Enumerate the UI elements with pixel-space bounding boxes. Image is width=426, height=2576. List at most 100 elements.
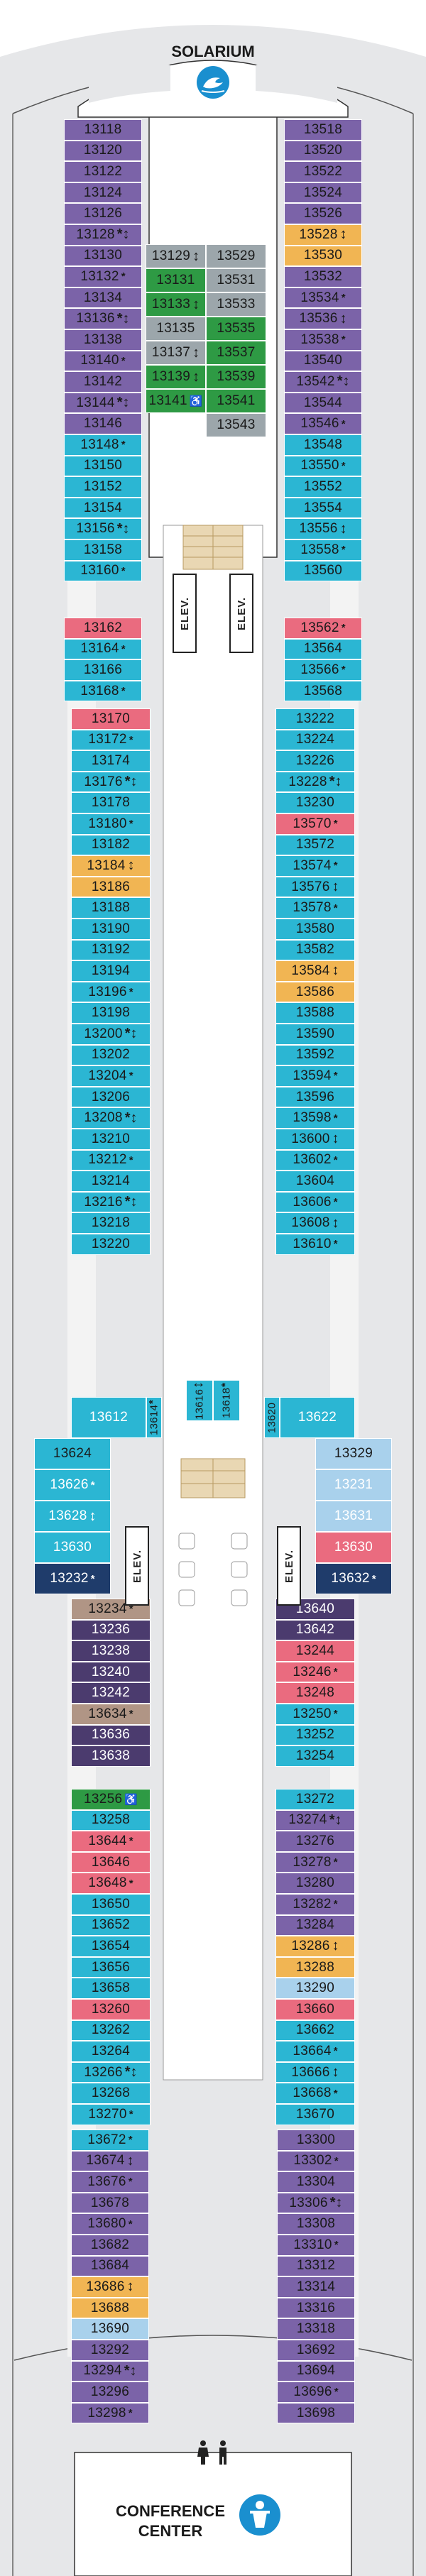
stateroom-13150[interactable]: 13150: [64, 455, 142, 477]
stateroom-13554[interactable]: 13554: [284, 497, 362, 519]
stateroom-13246[interactable]: 13246*: [275, 1661, 355, 1683]
stateroom-13576[interactable]: 13576↕: [275, 876, 355, 898]
stateroom-13624[interactable]: 13624: [34, 1438, 111, 1469]
stateroom-13218[interactable]: 13218: [71, 1212, 151, 1234]
stateroom-13684[interactable]: 13684: [71, 2255, 149, 2277]
stateroom-13156[interactable]: 13156*↕: [64, 518, 142, 539]
stateroom-13122[interactable]: 13122: [64, 161, 142, 182]
stateroom-13696[interactable]: 13696*: [277, 2382, 355, 2403]
stateroom-13660[interactable]: 13660: [275, 1999, 355, 2020]
stateroom-13316[interactable]: 13316: [277, 2297, 355, 2319]
stateroom-13120[interactable]: 13120: [64, 140, 142, 162]
stateroom-13588[interactable]: 13588: [275, 1002, 355, 1024]
stateroom-13224[interactable]: 13224: [275, 729, 355, 751]
stateroom-13172[interactable]: 13172*: [71, 729, 151, 751]
stateroom-13644[interactable]: 13644*: [71, 1831, 151, 1852]
stateroom-13242[interactable]: 13242: [71, 1682, 151, 1704]
stateroom-13614[interactable]: 13614*: [146, 1397, 162, 1438]
stateroom-13568[interactable]: 13568: [284, 680, 362, 702]
stateroom-13572[interactable]: 13572: [275, 834, 355, 856]
stateroom-13174[interactable]: 13174: [71, 750, 151, 772]
stateroom-13132[interactable]: 13132*: [64, 266, 142, 287]
stateroom-13524[interactable]: 13524: [284, 182, 362, 204]
stateroom-13529[interactable]: 13529: [206, 244, 266, 268]
stateroom-13124[interactable]: 13124: [64, 182, 142, 204]
stateroom-13631[interactable]: 13631: [315, 1501, 392, 1532]
stateroom-13664[interactable]: 13664*: [275, 2041, 355, 2062]
stateroom-13674[interactable]: 13674↕: [71, 2150, 149, 2172]
stateroom-13690[interactable]: 13690: [71, 2318, 149, 2340]
stateroom-13535[interactable]: 13535: [206, 317, 266, 341]
stateroom-13298[interactable]: 13298*: [71, 2402, 149, 2424]
stateroom-13240[interactable]: 13240: [71, 1661, 151, 1683]
stateroom-13204[interactable]: 13204*: [71, 1065, 151, 1087]
stateroom-13262[interactable]: 13262: [71, 2019, 151, 2041]
stateroom-13231[interactable]: 13231: [315, 1469, 392, 1501]
stateroom-13688[interactable]: 13688: [71, 2297, 149, 2319]
stateroom-13537[interactable]: 13537: [206, 341, 266, 365]
stateroom-13546[interactable]: 13546*: [284, 413, 362, 434]
stateroom-13312[interactable]: 13312: [277, 2255, 355, 2277]
stateroom-13622[interactable]: 13622: [280, 1397, 355, 1438]
stateroom-13166[interactable]: 13166: [64, 659, 142, 681]
stateroom-13268[interactable]: 13268: [71, 2083, 151, 2104]
stateroom-13634[interactable]: 13634*: [71, 1704, 151, 1725]
stateroom-13610[interactable]: 13610*: [275, 1234, 355, 1255]
stateroom-13152[interactable]: 13152: [64, 476, 142, 498]
stateroom-13616[interactable]: 13616↕: [186, 1380, 213, 1421]
stateroom-13596[interactable]: 13596: [275, 1086, 355, 1108]
stateroom-13238[interactable]: 13238: [71, 1640, 151, 1662]
stateroom-13176[interactable]: 13176*↕: [71, 771, 151, 793]
stateroom-13300[interactable]: 13300: [277, 2130, 355, 2151]
stateroom-13134[interactable]: 13134: [64, 287, 142, 309]
stateroom-13216[interactable]: 13216*↕: [71, 1191, 151, 1213]
stateroom-13566[interactable]: 13566*: [284, 659, 362, 681]
stateroom-13556[interactable]: 13556↕: [284, 518, 362, 539]
stateroom-13630[interactable]: 13630: [34, 1532, 111, 1563]
stateroom-13208[interactable]: 13208*↕: [71, 1107, 151, 1129]
stateroom-13539[interactable]: 13539: [206, 365, 266, 389]
stateroom-13222[interactable]: 13222: [275, 708, 355, 730]
stateroom-13636[interactable]: 13636: [71, 1724, 151, 1746]
stateroom-13304[interactable]: 13304: [277, 2171, 355, 2193]
stateroom-13126[interactable]: 13126: [64, 203, 142, 224]
stateroom-13543[interactable]: 13543: [206, 413, 266, 437]
stateroom-13168[interactable]: 13168*: [64, 680, 142, 702]
stateroom-13202[interactable]: 13202: [71, 1044, 151, 1066]
stateroom-13612[interactable]: 13612: [71, 1397, 146, 1438]
stateroom-13178[interactable]: 13178: [71, 792, 151, 813]
stateroom-13194[interactable]: 13194: [71, 960, 151, 982]
stateroom-13282[interactable]: 13282*: [275, 1894, 355, 1915]
stateroom-13212[interactable]: 13212*: [71, 1149, 151, 1171]
stateroom-13206[interactable]: 13206: [71, 1086, 151, 1108]
stateroom-13602[interactable]: 13602*: [275, 1149, 355, 1171]
stateroom-13652[interactable]: 13652: [71, 1914, 151, 1936]
stateroom-13290[interactable]: 13290: [275, 1978, 355, 1999]
stateroom-13136[interactable]: 13136*↕: [64, 308, 142, 329]
stateroom-13560[interactable]: 13560: [284, 560, 362, 582]
stateroom-13656[interactable]: 13656: [71, 1956, 151, 1978]
stateroom-13672[interactable]: 13672*: [71, 2130, 149, 2151]
stateroom-13676[interactable]: 13676*: [71, 2171, 149, 2193]
stateroom-13280[interactable]: 13280: [275, 1873, 355, 1894]
stateroom-13518[interactable]: 13518: [284, 119, 362, 141]
stateroom-13536[interactable]: 13536↕: [284, 308, 362, 329]
stateroom-13574[interactable]: 13574*: [275, 855, 355, 877]
stateroom-13131[interactable]: 13131: [146, 268, 206, 292]
stateroom-13144[interactable]: 13144*↕: [64, 392, 142, 414]
stateroom-13310[interactable]: 13310*: [277, 2235, 355, 2256]
stateroom-13584[interactable]: 13584↕: [275, 960, 355, 982]
stateroom-13658[interactable]: 13658: [71, 1978, 151, 1999]
stateroom-13531[interactable]: 13531: [206, 268, 266, 292]
stateroom-13230[interactable]: 13230: [275, 792, 355, 813]
stateroom-13154[interactable]: 13154: [64, 497, 142, 519]
stateroom-13236[interactable]: 13236: [71, 1619, 151, 1641]
stateroom-13220[interactable]: 13220: [71, 1234, 151, 1255]
stateroom-13148[interactable]: 13148*: [64, 434, 142, 456]
stateroom-13533[interactable]: 13533: [206, 292, 266, 317]
stateroom-13318[interactable]: 13318: [277, 2318, 355, 2340]
stateroom-13192[interactable]: 13192: [71, 939, 151, 961]
stateroom-13252[interactable]: 13252: [275, 1724, 355, 1746]
stateroom-13562[interactable]: 13562*: [284, 618, 362, 639]
stateroom-13692[interactable]: 13692: [277, 2340, 355, 2361]
